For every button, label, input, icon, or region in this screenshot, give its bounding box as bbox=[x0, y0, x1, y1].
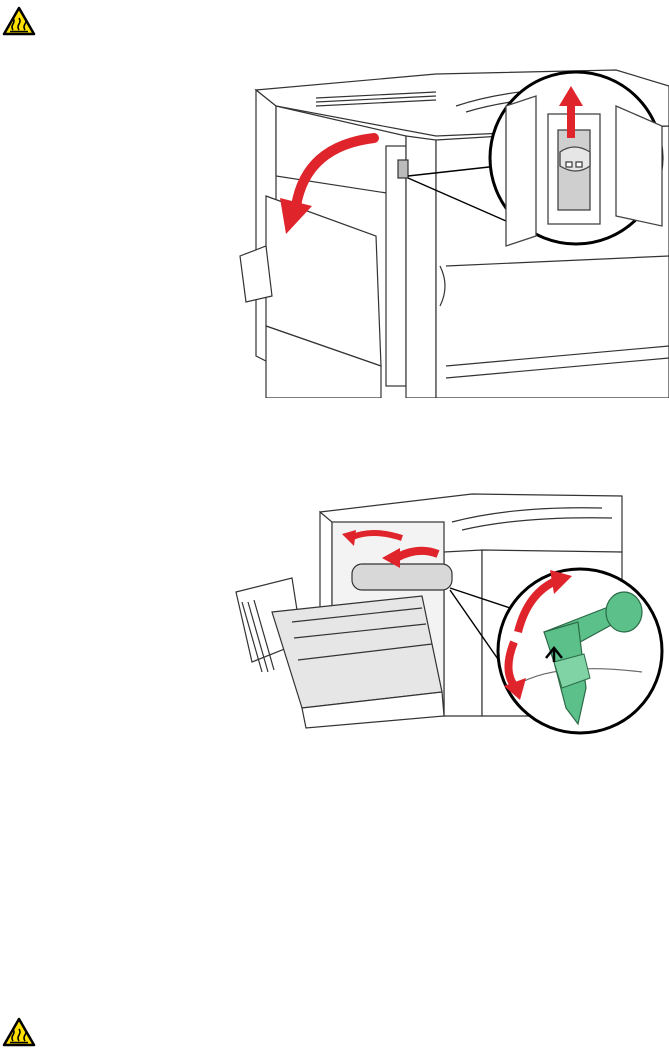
hot-surface-warning-icon bbox=[2, 6, 36, 36]
printer-fuser-lever-illustration bbox=[232, 492, 669, 742]
printer-open-door-illustration bbox=[236, 66, 669, 398]
hot-surface-warning-icon bbox=[2, 1017, 36, 1047]
